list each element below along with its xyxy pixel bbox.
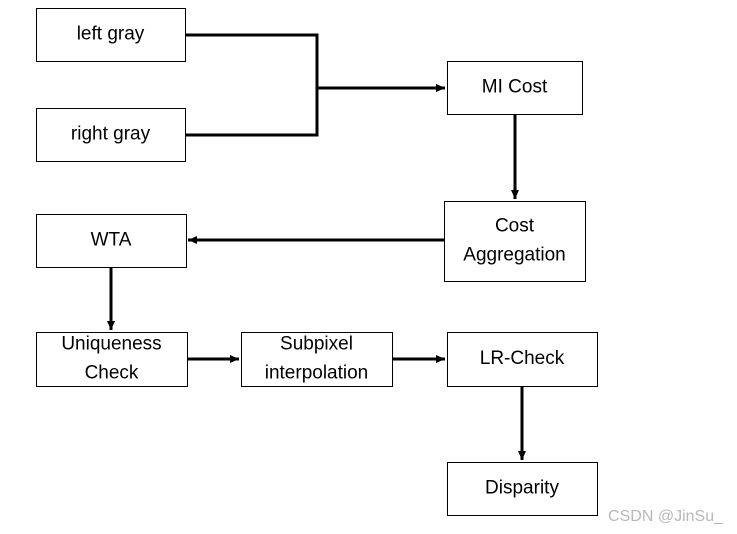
node-label-lr-check: LR-Check	[480, 348, 565, 369]
node-label-cost-aggregation: Cost	[495, 216, 535, 237]
nodes-layer: left gray right gray MI CostCostAggregatio…	[36, 8, 598, 516]
node-box-right-gray	[36, 108, 186, 162]
node-label-left-gray: left gray	[77, 24, 145, 45]
node-subpixel-interpolation: Subpixel interpolation	[241, 332, 393, 387]
edges-layer	[107, 33, 526, 460]
node-box-cost-aggregation	[444, 201, 586, 282]
node-label-right-gray: right gray	[71, 124, 151, 145]
node-box-wta	[36, 214, 187, 268]
node-box-lr-check	[447, 332, 598, 387]
node-right-gray: right gray	[36, 108, 186, 162]
arrow-right-gray-to-mi-cost	[185, 84, 445, 137]
node-label-subpixel-interpolation: Subpixel	[280, 334, 353, 355]
node-label-cost-aggregation: Aggregation	[463, 245, 565, 266]
node-box-mi-cost	[447, 61, 583, 115]
node-box-uniqueness-check	[36, 332, 188, 387]
node-wta: WTA	[36, 214, 187, 268]
node-label-disparity: Disparity	[485, 478, 559, 499]
arrow-left-gray-to-mi-cost	[185, 33, 445, 92]
node-label-uniqueness-check: Uniqueness	[61, 334, 161, 355]
node-box-subpixel-interpolation	[241, 332, 393, 387]
node-box-disparity	[447, 462, 598, 516]
node-left-gray: left gray	[36, 8, 186, 62]
node-mi-cost: MI Cost	[447, 61, 583, 115]
node-disparity: Disparity	[447, 462, 598, 516]
node-label-subpixel-interpolation: interpolation	[265, 363, 369, 384]
node-box-left-gray	[36, 8, 186, 62]
node-label-mi-cost: MI Cost	[482, 77, 548, 98]
node-label-wta: WTA	[91, 230, 132, 251]
node-label-uniqueness-check: Check	[85, 363, 139, 384]
node-lr-check: LR-Check	[447, 332, 598, 387]
watermark: CSDN @JinSu_	[608, 508, 723, 525]
